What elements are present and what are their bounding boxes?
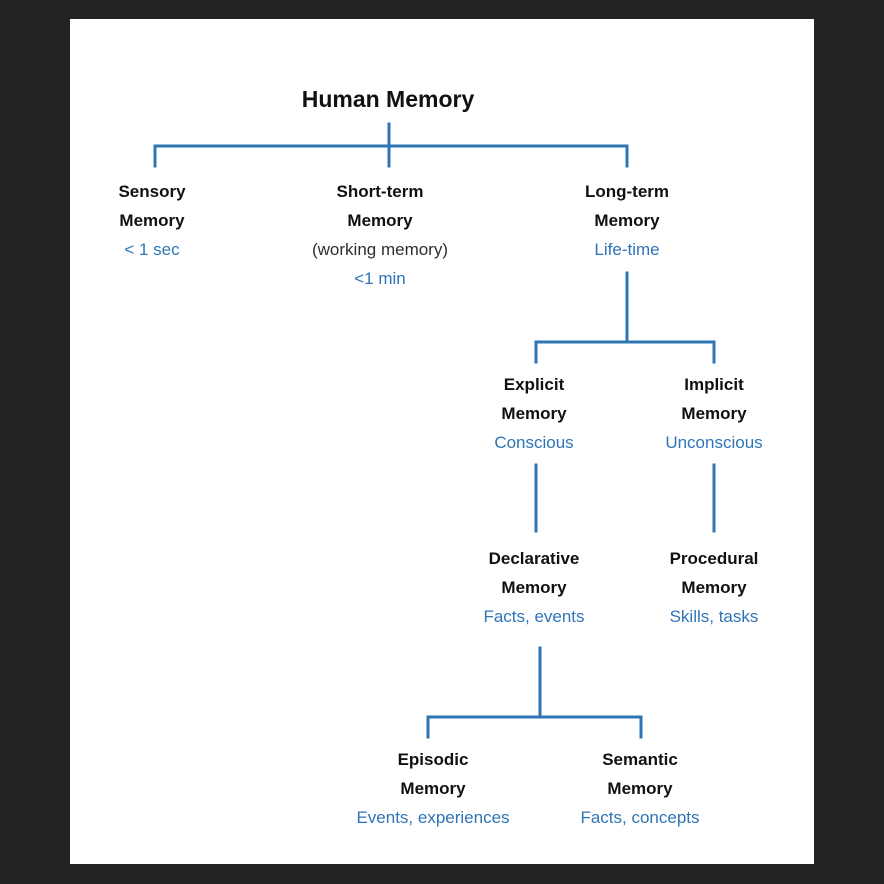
node-label: Implicit — [684, 375, 744, 394]
node-label: Memory — [400, 779, 466, 798]
node-implicit-memory: Implicit Memory Unconscious — [604, 370, 824, 457]
node-semantic-memory: Semantic Memory Facts, concepts — [530, 745, 750, 832]
node-short-term-memory: Short-term Memory (working memory) <1 mi… — [270, 177, 490, 293]
diagram-panel — [70, 19, 814, 864]
node-label: Memory — [594, 211, 660, 230]
node-declarative-memory: Declarative Memory Facts, events — [424, 544, 644, 631]
node-label: Declarative — [488, 549, 580, 568]
node-procedural-memory: Procedural Memory Skills, tasks — [604, 544, 824, 631]
node-detail: Life-time — [594, 240, 660, 259]
node-detail: Events, experiences — [356, 808, 510, 827]
node-episodic-memory: Episodic Memory Events, experiences — [323, 745, 543, 832]
node-detail: Skills, tasks — [669, 607, 759, 626]
node-label: Memory — [347, 211, 413, 230]
node-detail: Facts, events — [483, 607, 585, 626]
node-label: Episodic — [397, 750, 469, 769]
node-label: Memory — [501, 404, 567, 423]
node-label: Memory — [681, 578, 747, 597]
node-detail: <1 min — [354, 269, 406, 288]
node-detail: Facts, concepts — [580, 808, 700, 827]
node-label: Short-term — [336, 182, 424, 201]
node-label: Sensory — [118, 182, 186, 201]
node-detail: < 1 sec — [124, 240, 180, 259]
node-explicit-memory: Explicit Memory Conscious — [424, 370, 644, 457]
node-label: Memory — [501, 578, 567, 597]
diagram-title: Human Memory — [301, 86, 475, 112]
node-label: Memory — [607, 779, 673, 798]
node-label: Explicit — [503, 375, 565, 394]
node-label: Memory — [119, 211, 185, 230]
node-label: Long-term — [584, 182, 670, 201]
node-long-term-memory: Long-term Memory Life-time — [517, 177, 737, 264]
node-detail: Conscious — [494, 433, 574, 452]
node-label: Procedural — [669, 549, 759, 568]
node-sensory-memory: Sensory Memory < 1 sec — [42, 177, 262, 264]
node-detail: Unconscious — [665, 433, 763, 452]
node-note: (working memory) — [311, 240, 449, 259]
node-label: Memory — [681, 404, 747, 423]
node-label: Semantic — [602, 750, 678, 769]
